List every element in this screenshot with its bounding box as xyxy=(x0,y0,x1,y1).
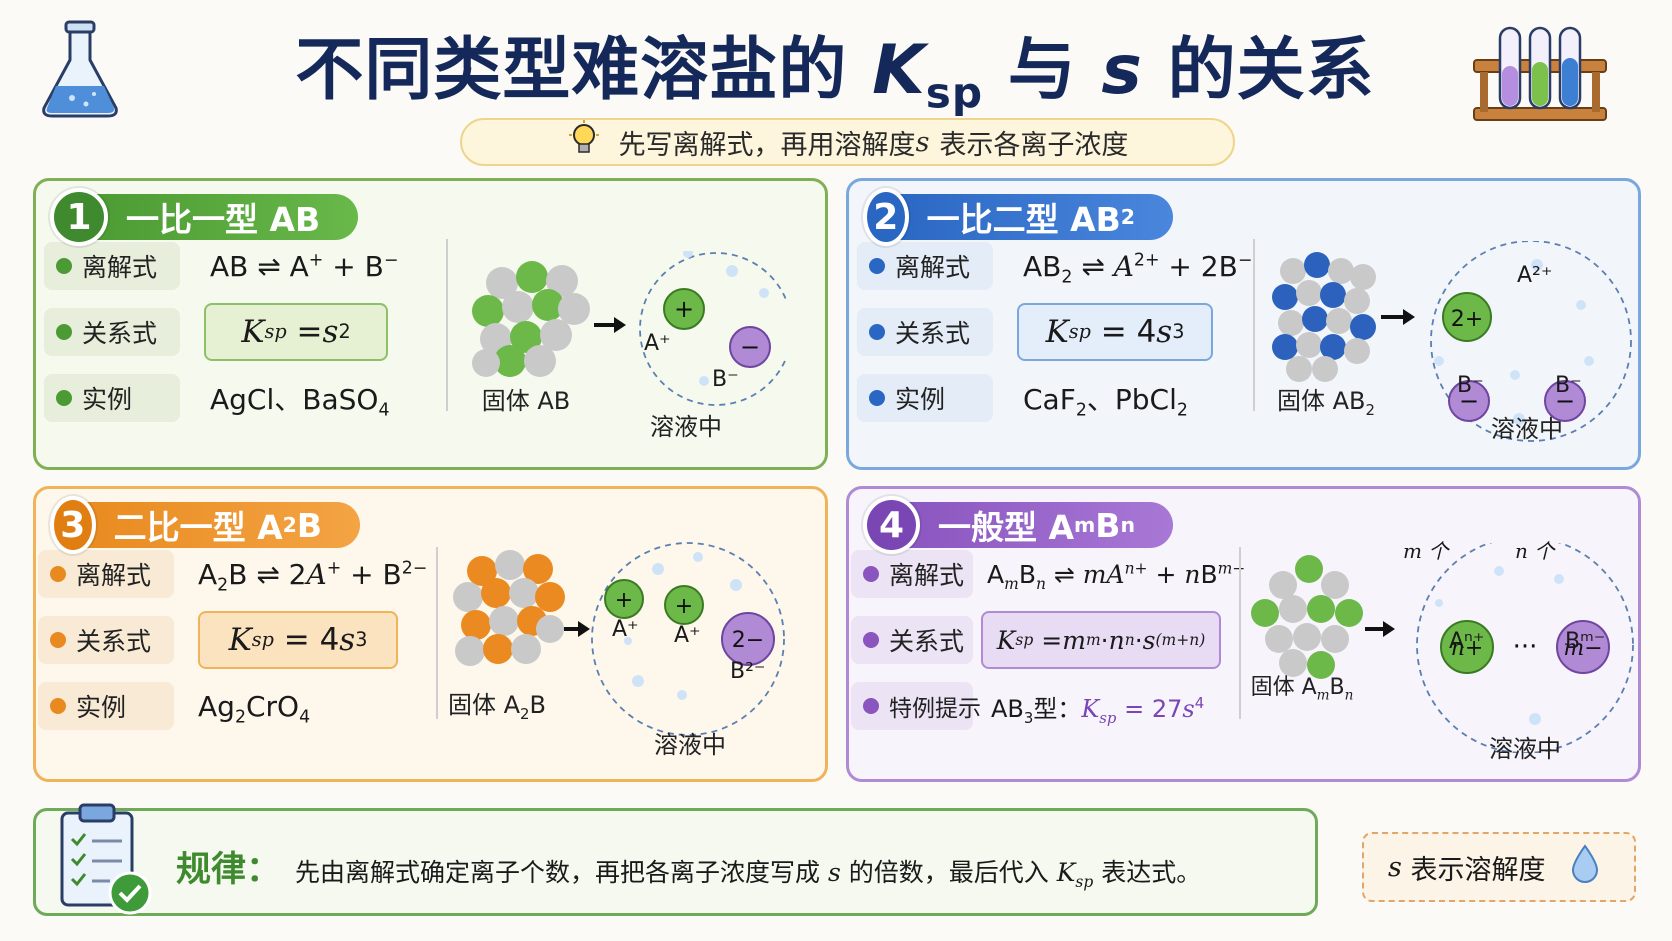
dissociation-equation: AmBn ⇌ mAn+ + nBm− xyxy=(987,559,1246,593)
panel-number: 3 xyxy=(50,496,96,554)
anion-sign: m− xyxy=(1563,636,1602,661)
cation-sign: 2+ xyxy=(1451,307,1483,332)
label-example: 实例 xyxy=(76,693,127,722)
anion-sign: − xyxy=(740,333,760,361)
ion-label-a: Aⁿ⁺ xyxy=(1449,629,1485,654)
solubility-note: s 表示溶解度 xyxy=(1362,832,1636,902)
dissociation-equation: AB2 ⇌ A2+ + 2B− xyxy=(1023,249,1253,288)
cation-sign: n+ xyxy=(1451,636,1484,661)
solid-crystal xyxy=(472,261,590,377)
cation-count: m 个 xyxy=(1403,539,1449,563)
ion-label-b: B²⁻ xyxy=(730,659,766,684)
label-example: 实例 xyxy=(82,385,133,414)
panel-title: 一比一型 AB xyxy=(86,194,359,240)
solid-crystal xyxy=(1272,252,1376,382)
solid-caption: 固体 AmBn xyxy=(1250,675,1354,704)
ion-label-b: B⁻ xyxy=(1555,373,1582,398)
ion-label-a: A⁺ xyxy=(612,617,639,642)
solid-caption: 固体 A2B xyxy=(448,691,546,723)
lightbulb-icon xyxy=(567,119,601,165)
tip-banner: 先写离解式，再用溶解度 s 表示各离子浓度 xyxy=(460,118,1235,166)
cation-sign: + xyxy=(615,588,633,613)
crystal-dissolution-diagram: 2+ − − xyxy=(1272,241,1632,442)
solid-crystal xyxy=(1251,555,1363,679)
anion-sign: − xyxy=(1555,387,1575,415)
panel-number: 2 xyxy=(863,188,909,246)
label-example: 实例 xyxy=(895,385,946,414)
label-special: 特例提示 xyxy=(889,696,981,722)
panel-number: 1 xyxy=(50,188,108,246)
solution-caption: 溶液中 xyxy=(1491,415,1563,443)
solution-caption: 溶液中 xyxy=(1489,735,1561,763)
crystal-dissolution-diagram: + − xyxy=(472,251,786,406)
clipboard-check-icon xyxy=(54,797,154,921)
crystal-dissolution-diagram: + + 2− xyxy=(453,542,785,736)
rule-label: 规律： xyxy=(176,850,282,890)
ion-label-b: Bᵐ⁻ xyxy=(1565,629,1606,654)
page-title: 不同类型难溶盐的 Ksp 与 s 的关系 xyxy=(295,31,1375,118)
crystal-dissolution-diagram: n+ ··· m− xyxy=(1251,543,1634,753)
ellipsis: ··· xyxy=(1513,632,1538,662)
label-relation: 关系式 xyxy=(82,319,158,348)
cation-sign: + xyxy=(674,295,694,323)
label-dissociation: 离解式 xyxy=(895,253,971,282)
rule-box: 规律：先由离解式确定离子个数，再把各离子浓度写成 s 的倍数，最后代入 Ksp … xyxy=(33,803,1318,916)
solid-crystal xyxy=(453,550,565,666)
test-tubes-icon xyxy=(1470,22,1610,124)
solid-caption: 固体 AB2 xyxy=(1277,387,1375,419)
example-salts: AgCl、BaSO4 xyxy=(210,383,390,421)
label-relation: 关系式 xyxy=(895,319,971,348)
label-relation: 关系式 xyxy=(889,627,965,656)
dissociation-equation: A2B ⇌ 2A+ + B2− xyxy=(198,557,428,596)
ion-label-a: A⁺ xyxy=(644,331,671,356)
label-relation: 关系式 xyxy=(76,627,152,656)
panel-header: 1 一比一型 AB xyxy=(50,188,360,246)
solid-caption: 固体 AB xyxy=(481,387,571,415)
dissociation-equation: AB ⇌ A+ + B− xyxy=(210,249,399,283)
ion-label-b: B⁻ xyxy=(1457,373,1484,398)
example-salts: CaF2、PbCl2 xyxy=(1023,383,1188,421)
example-salts: Ag2CrO4 xyxy=(198,689,311,728)
ion-label-a: A²⁺ xyxy=(1517,263,1553,288)
anion-sign: − xyxy=(1459,387,1479,415)
panel-number: 4 xyxy=(863,496,920,554)
label-dissociation: 离解式 xyxy=(889,561,965,590)
cation-sign: + xyxy=(675,594,693,619)
label-dissociation: 离解式 xyxy=(76,561,152,590)
solution-caption: 溶液中 xyxy=(650,413,722,441)
droplet-icon xyxy=(1571,843,1599,891)
special-case: AB3型：Ksp = 27s4 xyxy=(991,693,1205,727)
ion-label-b: B⁻ xyxy=(712,367,739,392)
anion-count: n 个 xyxy=(1515,539,1555,563)
label-dissociation: 离解式 xyxy=(82,253,158,282)
anion-sign: 2− xyxy=(732,628,764,653)
ion-label-a: A⁺ xyxy=(674,623,701,648)
flask-icon xyxy=(38,20,122,120)
solution-caption: 溶液中 xyxy=(654,731,726,759)
rule-text: 规律：先由离解式确定离子个数，再把各离子浓度写成 s 的倍数，最后代入 Ksp … xyxy=(176,850,1202,891)
